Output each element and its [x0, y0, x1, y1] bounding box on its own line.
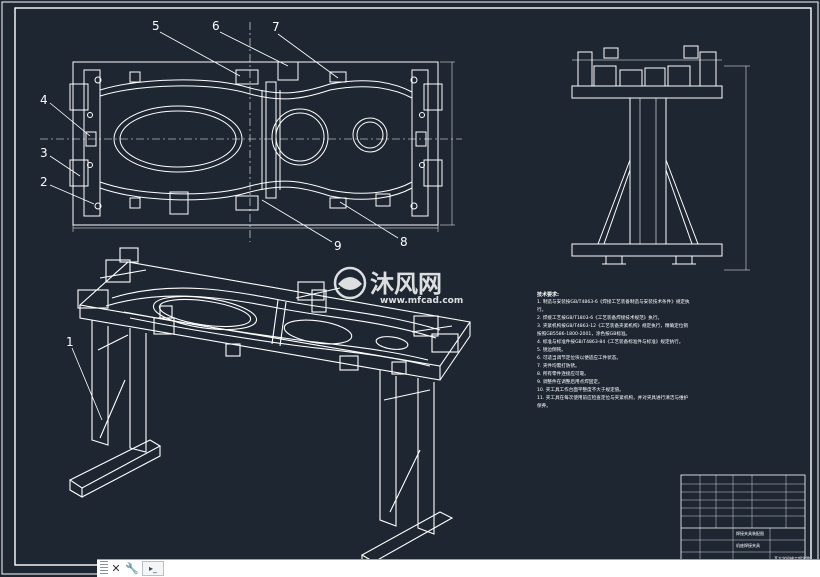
title-block-drawing-name: 焊接夹具装配图	[736, 531, 764, 536]
title-block-part-name: 机座焊接夹具	[736, 543, 760, 548]
command-line-bar: ✕ 🔧 ▸_	[97, 559, 820, 577]
note-item: 11. 夹工具在每次使用前应检查定位与夹紧机构，并对夹具进行清洁与维护保养。	[537, 396, 689, 409]
callout-3: 3	[40, 146, 48, 160]
callout-6: 6	[212, 19, 220, 33]
callout-5: 5	[152, 19, 160, 33]
watermark-url: www.mfcad.com	[380, 296, 463, 306]
note-item: 9. 调整件在调整后用点焊固定。	[537, 380, 603, 385]
notes-title: 技术要求:	[537, 292, 559, 298]
command-line-input[interactable]	[164, 562, 820, 575]
mfcad-logo-icon	[333, 266, 367, 300]
callout-4: 4	[40, 93, 48, 107]
wrench-icon[interactable]: 🔧	[125, 562, 139, 575]
note-item: 4. 标准与标准件按GB/T4863-84《工艺装备标准件与标准》规定执行。	[537, 340, 684, 345]
isometric-view	[68, 247, 471, 571]
note-item: 2. 焊接工艺按GB/T1803-6《工艺装备焊接技术规范》执行。	[537, 316, 663, 321]
callout-8: 8	[400, 235, 408, 249]
top-view-leaders	[49, 31, 399, 243]
callout-1: 1	[66, 335, 74, 349]
top-view	[40, 22, 462, 242]
title-block-school: 某大学机械工程学院	[774, 556, 810, 562]
command-line-grip[interactable]	[100, 561, 108, 576]
note-item: 5. 锐边倒钝。	[537, 348, 566, 353]
side-view	[571, 45, 750, 271]
note-item: 6. 可适当调节定位块以便适应工件状态。	[537, 356, 621, 361]
watermark-brand: 沐风网	[370, 270, 442, 298]
note-item: 10. 夹工具工作台面平整度不大于规定值。	[537, 388, 624, 393]
callout-9: 9	[334, 239, 342, 253]
note-item: 7. 夹件均需打防锈。	[537, 364, 580, 369]
close-icon[interactable]: ✕	[111, 562, 121, 575]
top-view-callouts: 5 6 7 4 3 2 8 9	[40, 19, 408, 253]
watermark: 沐风网 www.mfcad.com	[333, 266, 463, 306]
command-prompt-icon[interactable]: ▸_	[142, 561, 164, 576]
callout-7: 7	[272, 20, 280, 34]
note-item: 8. 所有零件连接应可靠。	[537, 372, 589, 377]
callout-2: 2	[40, 175, 48, 189]
title-block	[680, 474, 806, 565]
iso-leader	[71, 347, 103, 421]
top-view-frame	[72, 61, 439, 226]
note-item: 1. 制造与安装按GB/T4863-6《焊接工艺装备制造与安装技术条件》规定执行…	[537, 300, 690, 313]
note-item: 3. 夹紧机构按GB/T4863-12《工艺装备夹紧机构》规定执行，精确定位销按…	[537, 324, 688, 337]
technical-requirements: 技术要求: 1. 制造与安装按GB/T4863-6《焊接工艺装备制造与安装技术条…	[537, 291, 692, 411]
